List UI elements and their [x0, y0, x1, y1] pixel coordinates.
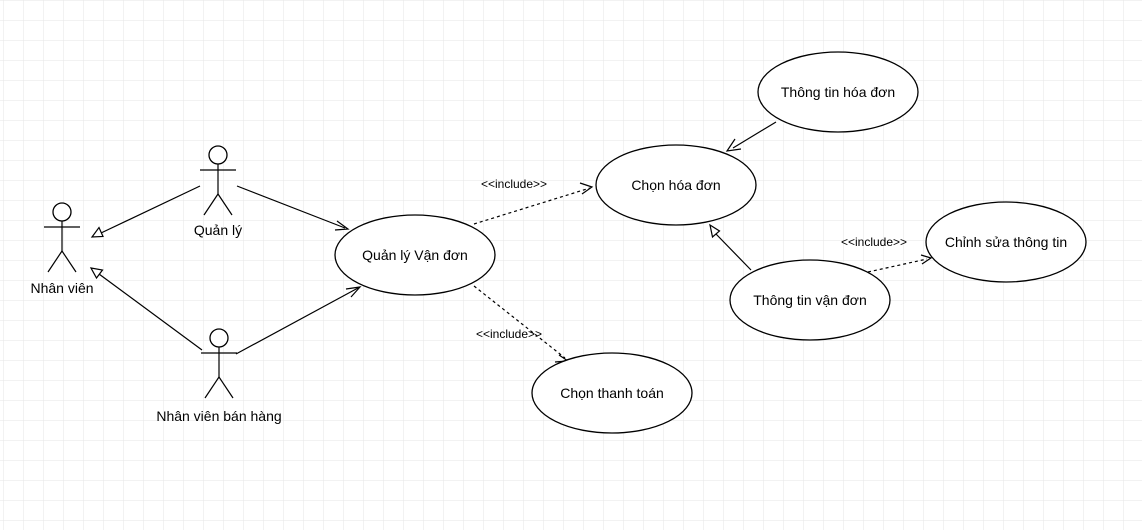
- usecase-choose-invoice-label: Chọn hóa đơn: [631, 177, 720, 193]
- usecase-edit-info-label: Chỉnh sửa thông tin: [945, 234, 1067, 250]
- actor-sales-label: Nhân viên bán hàng: [156, 408, 281, 424]
- include-label-edit: <<include>>: [841, 235, 907, 249]
- generalization-waybillinfo-invoice[interactable]: [709, 223, 752, 271]
- actor-employee[interactable]: [44, 202, 80, 273]
- actor-manager[interactable]: [200, 145, 236, 216]
- include-label-invoice: <<include>>: [481, 177, 547, 191]
- generalization-manager-employee[interactable]: [90, 185, 201, 238]
- usecase-choose-payment-label: Chọn thanh toán: [560, 385, 664, 401]
- usecase-waybill-info-label: Thông tin vận đơn: [753, 292, 866, 308]
- association-sales-waybill[interactable]: [235, 286, 362, 355]
- include-waybill-invoice[interactable]: [473, 182, 594, 225]
- usecase-choose-invoice[interactable]: Chọn hóa đơn: [595, 144, 757, 226]
- actor-manager-label: Quản lý: [194, 222, 242, 238]
- usecase-invoice-info[interactable]: Thông tin hóa đơn: [757, 51, 919, 133]
- actor-sales[interactable]: [201, 328, 237, 399]
- include-waybillinfo-edit[interactable]: [867, 254, 933, 273]
- usecase-edit-info[interactable]: Chỉnh sửa thông tin: [925, 201, 1087, 283]
- actor-employee-label: Nhân viên: [30, 280, 93, 296]
- usecase-manage-waybill-label: Quản lý Vận đơn: [362, 247, 468, 263]
- usecase-manage-waybill[interactable]: Quản lý Vận đơn: [334, 214, 496, 296]
- association-manager-waybill[interactable]: [236, 185, 350, 231]
- include-label-payment: <<include>>: [476, 327, 542, 341]
- usecase-waybill-info[interactable]: Thông tin vận đơn: [729, 259, 891, 341]
- usecase-choose-payment[interactable]: Chọn thanh toán: [531, 352, 693, 434]
- generalization-sales-employee[interactable]: [89, 267, 203, 351]
- association-invoiceinfo-invoice[interactable]: [725, 121, 777, 152]
- usecase-invoice-info-label: Thông tin hóa đơn: [781, 84, 895, 100]
